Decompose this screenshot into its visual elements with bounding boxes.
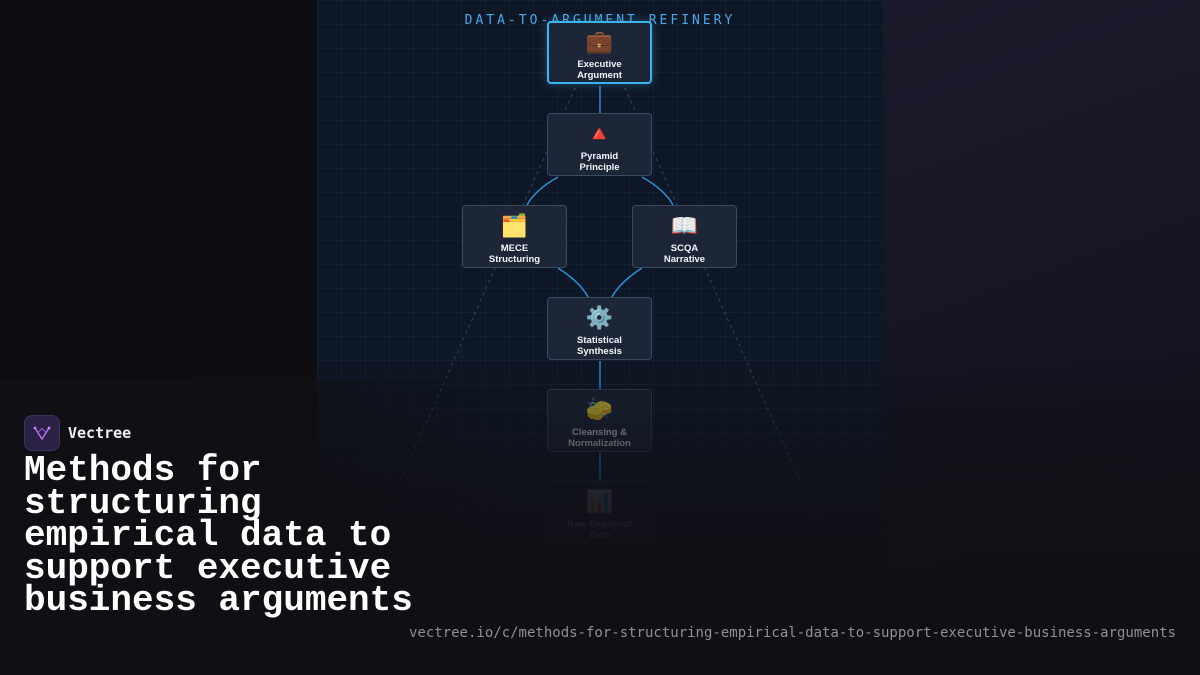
node-statistical-synthesis[interactable]: ⚙️ Statistical Synthesis xyxy=(547,297,652,360)
node-label-line1: MECE xyxy=(500,243,529,254)
node-label-line2: Synthesis xyxy=(577,346,622,357)
bar-chart-icon: 📊 xyxy=(585,489,614,514)
node-cleansing-normalization[interactable]: 🧽 Cleansing & Normalization xyxy=(547,389,652,452)
node-label-line1: Executive xyxy=(577,59,622,70)
node-label: MECE Structuring xyxy=(489,243,540,265)
brand[interactable]: Vectree xyxy=(24,415,131,451)
node-label-line2: Argument xyxy=(577,70,622,81)
briefcase-icon: 💼 xyxy=(585,29,614,54)
perspective-guide-right xyxy=(624,87,818,521)
node-label-line1: Raw Empirical xyxy=(567,519,632,530)
open-book-icon: 📖 xyxy=(670,213,699,238)
node-label-line2: Structuring xyxy=(488,254,541,265)
red-triangle-icon: 🔺 xyxy=(585,121,614,146)
node-label: Raw Empirical Data xyxy=(567,519,632,541)
sponge-icon: 🧽 xyxy=(585,397,614,422)
node-label-line1: SCQA xyxy=(670,243,699,254)
node-raw-empirical-data[interactable]: 📊 Raw Empirical Data xyxy=(547,481,652,544)
page-url[interactable]: vectree.io/c/methods-for-structuring-emp… xyxy=(408,625,1176,641)
node-mece-structuring[interactable]: 🗂️ MECE Structuring xyxy=(462,205,567,268)
node-label-line1: Cleansing & xyxy=(572,427,627,438)
node-label: Executive Argument xyxy=(577,59,622,81)
connector-scqa-pyramid xyxy=(641,176,674,206)
node-label: Statistical Synthesis xyxy=(577,335,622,357)
connector-statistical-mece xyxy=(557,267,589,298)
brand-name: Vectree xyxy=(68,424,132,442)
connector-mece-pyramid xyxy=(526,176,559,206)
node-label-line2: Narrative xyxy=(663,254,706,265)
node-label-line2: Normalization xyxy=(568,438,631,449)
node-label-line2: Principle xyxy=(579,162,620,173)
node-label-line2: Data xyxy=(589,530,610,541)
node-label: Cleansing & Normalization xyxy=(568,427,631,449)
card-index-dividers-icon: 🗂️ xyxy=(500,213,529,238)
node-label: SCQA Narrative xyxy=(664,243,705,265)
node-scqa-narrative[interactable]: 📖 SCQA Narrative xyxy=(632,205,737,268)
node-label-line1: Statistical xyxy=(577,335,622,346)
node-pyramid-principle[interactable]: 🔺 Pyramid Principle xyxy=(547,113,652,176)
connector-statistical-scqa xyxy=(611,267,643,298)
node-label: Pyramid Principle xyxy=(579,151,619,173)
gear-icon: ⚙️ xyxy=(585,305,614,330)
node-executive-argument[interactable]: 💼 Executive Argument xyxy=(547,21,652,84)
page-title: Methods for structuring empirical data t… xyxy=(24,450,413,621)
vectree-logo-icon xyxy=(24,415,60,451)
node-label-line1: Pyramid xyxy=(580,151,619,162)
